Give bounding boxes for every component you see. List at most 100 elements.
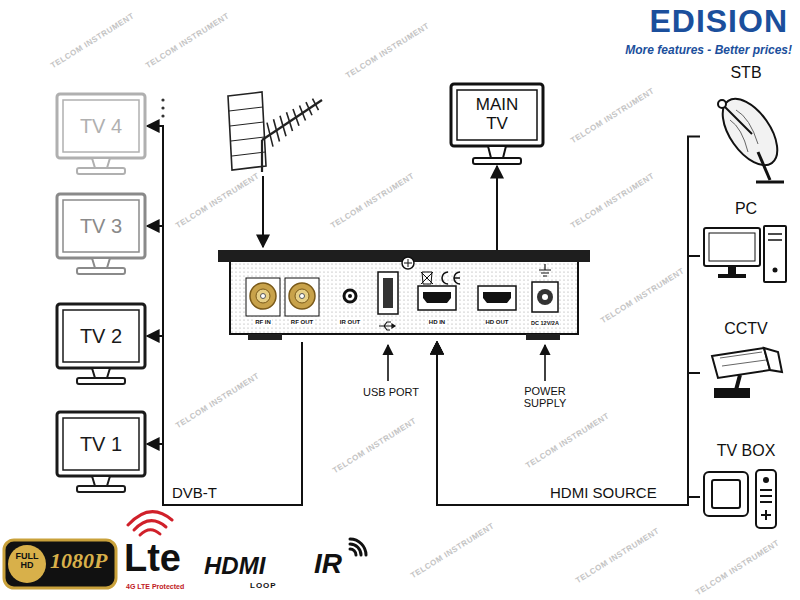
monitor-screen	[63, 200, 139, 252]
usb-symbol	[379, 322, 395, 330]
antenna-element	[313, 99, 319, 110]
monitor-screen	[63, 418, 139, 470]
port-label: HD IN	[428, 319, 446, 326]
antenna-element	[267, 123, 273, 147]
tvbox-face	[712, 480, 740, 508]
monitor-node: TV 3	[55, 192, 147, 276]
signal-connector	[147, 336, 302, 505]
text-holder: DC 12V/2A	[525, 318, 565, 328]
dish-base	[756, 181, 784, 184]
pc-screen	[709, 233, 755, 261]
node-outline	[700, 62, 792, 187]
source-device: CCTV	[700, 318, 792, 404]
hdmi-socket	[423, 292, 451, 303]
node-label: TV 1	[80, 433, 122, 455]
node-label: CCTV	[724, 320, 768, 338]
node-label: TV 4	[80, 115, 122, 137]
ground-symbol	[539, 264, 551, 276]
lnb-arm	[724, 106, 752, 134]
text-holder: TV 2	[55, 302, 147, 370]
node-label: PC	[735, 200, 757, 218]
panel-ground	[230, 260, 578, 334]
watermark-holder: TELCOM INSTRUMENT	[570, 91, 651, 146]
foot	[248, 334, 282, 340]
lte-waves	[128, 512, 172, 535]
monitor-neck	[92, 258, 110, 268]
brand-logo-text: More features - Better prices!	[625, 44, 792, 57]
dot	[161, 114, 164, 117]
port-label: HD OUT	[485, 319, 510, 326]
usb-leader	[387, 345, 389, 381]
text-holder: TV BOX	[700, 440, 792, 462]
signal-connector	[147, 342, 302, 505]
reflector-rod	[230, 122, 264, 126]
watermark: TELCOM INSTRUMENT	[695, 543, 776, 598]
watermark-holder: TELCOM INSTRUMENT	[575, 531, 656, 586]
label-holder: 1080P	[50, 549, 107, 573]
ir-jack	[344, 290, 356, 302]
watermark-holder: TELCOM INSTRUMENT	[330, 176, 411, 231]
monitor-base	[77, 486, 125, 492]
screw	[402, 257, 414, 269]
node-label: TV 3	[80, 215, 122, 237]
edge-label-holder: DVB-T	[170, 485, 219, 502]
monitor-screen	[63, 100, 139, 152]
wave	[350, 539, 366, 555]
node-outline	[55, 302, 147, 386]
watermark-holder: TELCOM INSTRUMENT	[175, 376, 256, 431]
text-holder: HD OUT	[477, 317, 517, 327]
feature-badge-text: 1080P	[50, 549, 107, 573]
antenna-element	[274, 119, 280, 141]
label-holder: More features - Better prices!	[625, 44, 792, 57]
node-outline	[218, 250, 590, 342]
feature-badge-text: LOOP	[250, 582, 277, 591]
source-icon	[704, 226, 786, 282]
node-label: STB	[730, 64, 761, 82]
brand-logo-text: EDISION	[649, 4, 788, 39]
watermark: TELCOM INSTRUMENT	[575, 531, 656, 586]
port-label: RF IN	[254, 319, 272, 326]
edge-label: DVB-T	[170, 485, 219, 502]
feature-badge-text: HDMI	[204, 553, 265, 579]
reflector-rod	[232, 152, 265, 156]
watermark-holder: TELCOM INSTRUMENT	[332, 421, 413, 476]
text-holder: MAIN TV	[449, 82, 545, 148]
source-device: PC	[700, 198, 792, 290]
lnb	[718, 100, 726, 108]
monitor-node: TV 2	[55, 302, 147, 386]
rf-connector	[289, 283, 315, 309]
dish-shading	[730, 110, 758, 152]
monitor-node: MAIN TV	[449, 82, 545, 166]
power-leader	[544, 345, 546, 381]
watermark: TELCOM INSTRUMENT	[570, 91, 651, 146]
label-holder: IR	[314, 549, 342, 580]
antenna-element	[280, 116, 286, 136]
callout-label: POWER SUPPLY	[517, 385, 573, 409]
source-icon	[712, 89, 788, 182]
watermark: TELCOM INSTRUMENT	[145, 16, 226, 71]
monitor-base	[77, 268, 125, 274]
dot	[161, 98, 164, 101]
edge-label-holder: HDMI SOURCE	[548, 485, 659, 502]
antenna-illustration	[228, 92, 322, 172]
feature-badge-text: IR	[314, 549, 342, 580]
monitor-node: TV 4	[55, 92, 147, 176]
watermark: TELCOM INSTRUMENT	[332, 421, 413, 476]
wave	[140, 530, 160, 535]
watermark-holder: TELCOM INSTRUMENT	[145, 16, 226, 71]
watermark: TELCOM INSTRUMENT	[600, 271, 681, 326]
hdmi-port	[418, 286, 456, 310]
hdmi-socket	[483, 292, 511, 303]
text-holder: TV 4	[55, 92, 147, 160]
antenna-element	[287, 112, 293, 131]
text-holder: PC	[700, 198, 792, 220]
monitor-base	[77, 168, 125, 174]
node-outline	[55, 92, 147, 176]
watermark: TELCOM INSTRUMENT	[50, 16, 131, 71]
monitor-base	[77, 378, 125, 384]
label-holder: HDMI	[204, 553, 265, 579]
